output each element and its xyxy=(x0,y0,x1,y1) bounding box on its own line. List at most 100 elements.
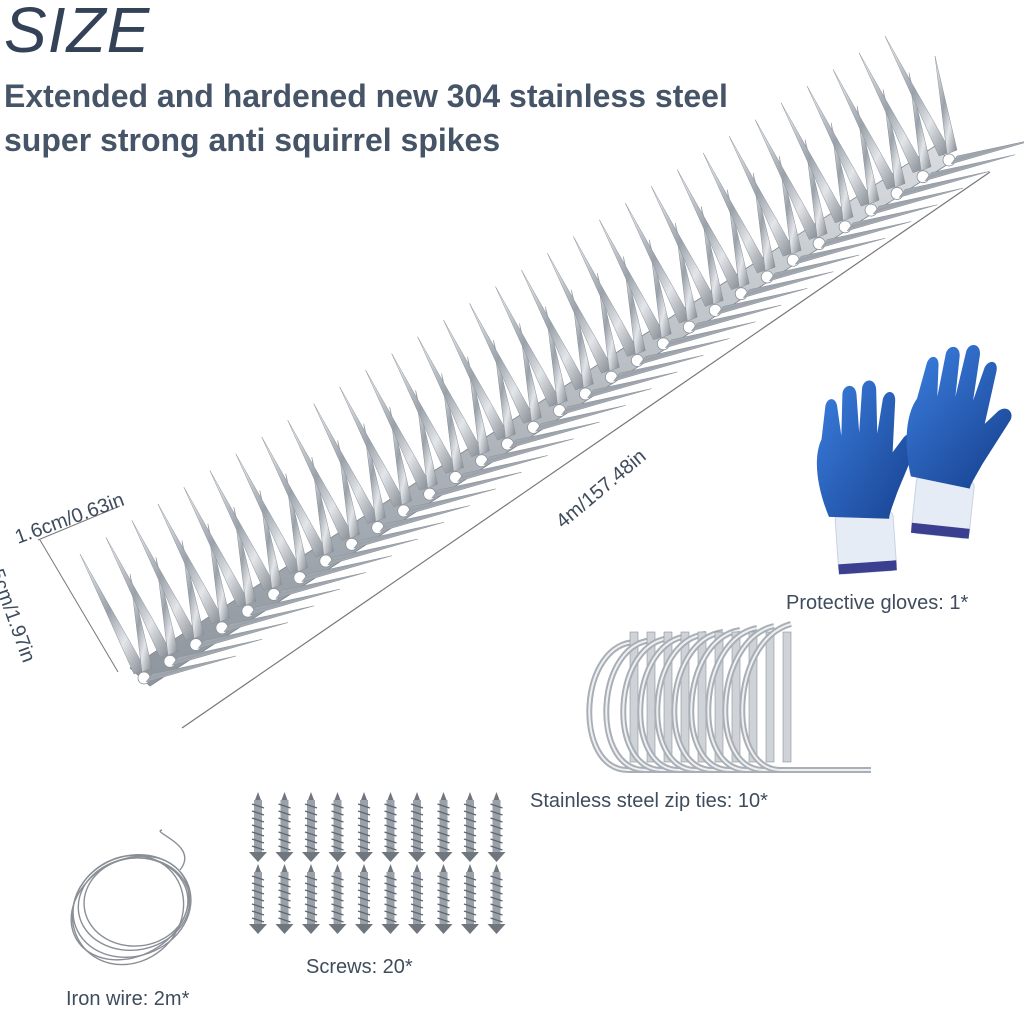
screw-thread xyxy=(251,875,265,881)
screw-thread xyxy=(437,838,450,844)
spike xyxy=(872,187,964,215)
screw-thread xyxy=(331,882,344,888)
zip-tie-highlight xyxy=(707,627,837,771)
spike xyxy=(612,354,704,382)
screw-head xyxy=(461,924,479,934)
strip-hole xyxy=(423,487,437,501)
spike xyxy=(716,288,808,315)
screw-head xyxy=(275,924,294,934)
screw-thread xyxy=(410,817,424,823)
screw-thread xyxy=(490,838,503,844)
screw-shaft xyxy=(280,800,289,852)
strip-hole xyxy=(916,170,930,184)
spike xyxy=(301,555,392,583)
screw-thread xyxy=(410,838,424,844)
screw-thread xyxy=(278,838,291,844)
width-dimension-line xyxy=(37,505,121,541)
screw-tip xyxy=(361,864,367,872)
screw-thread xyxy=(437,845,450,851)
strip-hole xyxy=(449,471,463,484)
screw-head xyxy=(487,852,506,862)
iron-wire-image xyxy=(70,829,192,966)
screw-tip xyxy=(493,792,500,800)
screw-tip xyxy=(440,864,447,872)
screw-thread xyxy=(331,803,344,809)
screw-thread xyxy=(331,917,344,923)
screw-thread xyxy=(251,917,265,923)
gloves-image xyxy=(816,345,1012,575)
spike xyxy=(884,35,952,157)
screw-tip xyxy=(387,864,394,872)
spike xyxy=(560,388,652,416)
screw-thread xyxy=(490,882,503,888)
spike xyxy=(664,321,756,349)
zip-tie-highlight xyxy=(622,637,752,771)
screw-thread xyxy=(490,810,503,816)
strip-hole xyxy=(682,320,696,334)
spike xyxy=(547,253,614,374)
strip-hole xyxy=(708,303,722,317)
zip-tie-highlight xyxy=(724,625,854,771)
spike xyxy=(768,254,860,282)
strip-hole xyxy=(760,270,774,284)
screw-thread xyxy=(463,882,477,888)
screw-thread xyxy=(251,889,265,895)
strip-hole xyxy=(319,554,333,568)
screw-thread xyxy=(357,845,371,851)
screw-thread xyxy=(410,875,424,881)
screw-thread xyxy=(357,882,371,888)
spike xyxy=(183,487,251,608)
screw-thread xyxy=(331,817,344,823)
length-dimension-line xyxy=(181,171,991,729)
spike xyxy=(534,405,626,432)
screw-tip xyxy=(308,792,314,800)
screw-thread xyxy=(251,803,265,809)
screw-shaft xyxy=(492,800,501,852)
screw-thread xyxy=(331,875,344,881)
screw-thread xyxy=(357,896,371,902)
screw-thread xyxy=(490,824,503,830)
spike xyxy=(677,169,744,290)
strip-hole xyxy=(656,337,670,351)
strip-hole xyxy=(189,638,203,651)
strip-hole xyxy=(553,404,566,418)
screw-head xyxy=(461,852,479,862)
screw-thread xyxy=(304,910,318,916)
screw-tip xyxy=(493,864,500,872)
spike xyxy=(249,588,340,616)
screw-thread xyxy=(304,810,318,816)
zip-tie-highlight xyxy=(741,623,871,771)
strip-hole xyxy=(501,437,514,451)
screw-thread xyxy=(384,838,397,844)
screw-thread xyxy=(384,810,397,816)
screw-thread xyxy=(463,838,477,844)
spike xyxy=(379,505,470,533)
screw-tip xyxy=(255,864,261,872)
screw-head xyxy=(302,924,320,934)
strip-hole xyxy=(397,504,411,518)
screw-thread xyxy=(251,896,265,902)
spike xyxy=(339,386,407,508)
screw-thread xyxy=(437,824,450,830)
screw-tip xyxy=(361,792,367,800)
screw-shaft xyxy=(307,872,315,924)
screw-thread xyxy=(410,917,424,923)
screw-thread xyxy=(304,803,318,809)
screw-shaft xyxy=(413,872,421,924)
screw-tip xyxy=(387,792,394,800)
screw-tip xyxy=(334,864,341,872)
screw-head xyxy=(328,924,347,934)
spike xyxy=(469,303,536,424)
screw-thread xyxy=(490,896,503,902)
screw-thread xyxy=(410,831,424,837)
spike xyxy=(405,488,496,516)
screw-thread xyxy=(331,824,344,830)
spike xyxy=(171,639,263,666)
screw-thread xyxy=(463,917,477,923)
screw-thread xyxy=(463,845,477,851)
spike xyxy=(780,102,848,224)
screw-head xyxy=(434,852,453,862)
strip-hole xyxy=(241,604,255,618)
screw-shaft xyxy=(413,800,421,852)
